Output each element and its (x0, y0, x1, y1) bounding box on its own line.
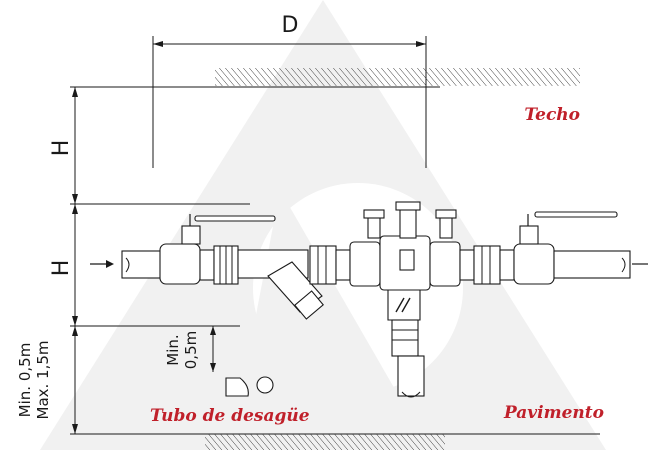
ceiling-hatch (215, 68, 580, 86)
watermark-logo (40, 0, 606, 450)
drain-funnel-icon (225, 376, 274, 397)
dimension-h-upper (72, 87, 78, 204)
dimension-h-lower-label: H (49, 260, 74, 277)
dimension-d (152, 36, 427, 168)
dimension-h-upper-label: H (49, 140, 74, 157)
floor-label: Pavimento (503, 403, 604, 423)
floor-hatch (205, 434, 445, 450)
min-half-label-line1: Min. (164, 334, 182, 365)
dimension-d-label: D (282, 13, 299, 38)
dimension-floor-clearance (72, 326, 78, 434)
min-half-label-line2: 0,5m (182, 331, 200, 369)
dimension-h-lower (72, 204, 78, 326)
flow-arrow-in-icon (90, 260, 114, 268)
dimension-drain-gap (210, 326, 216, 372)
drain-label: Tubo de desagüe (150, 406, 310, 426)
range-max-label: Max. 1,5m (34, 340, 52, 419)
range-min-label: Min. 0,5m (16, 343, 34, 418)
ceiling-label: Techo (524, 105, 580, 125)
valve-assembly (121, 201, 631, 398)
